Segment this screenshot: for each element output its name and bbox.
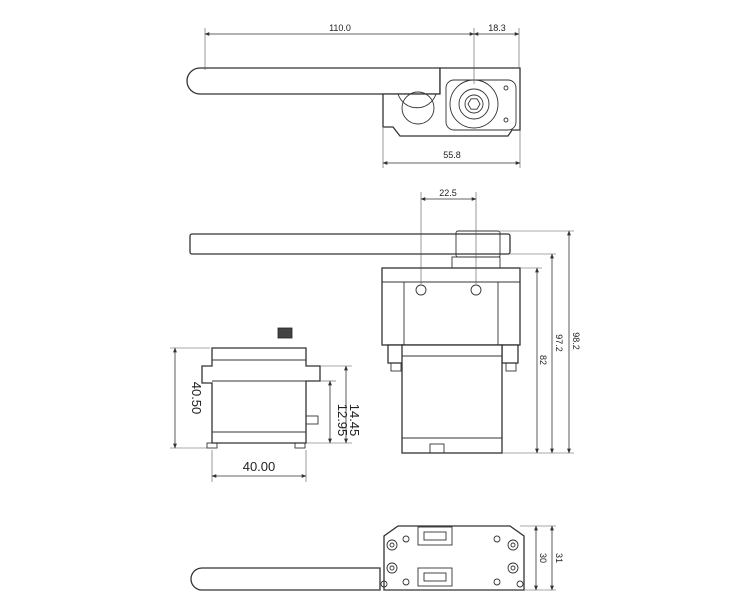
mount-hole-side-right <box>470 284 482 296</box>
dim-width-outer: 31 <box>554 553 564 563</box>
connector-upper <box>417 526 453 546</box>
mount-hole-left <box>503 85 509 91</box>
dim-flange-upper: 14.45 <box>347 404 362 437</box>
output-gear <box>277 327 293 339</box>
horn-hub-plate <box>445 79 517 131</box>
dim-front-width: 40.00 <box>243 459 276 474</box>
side-lead-stub <box>305 415 319 425</box>
servo-case-upper <box>381 267 521 346</box>
servo-arm-bottom <box>190 567 381 591</box>
case-recess <box>401 91 435 125</box>
front-foot-left <box>206 442 218 449</box>
dim-height-to-arm: 97.2 <box>554 334 564 352</box>
side-view: 22.5 82 97.2 98.2 <box>189 188 581 454</box>
bottom-view: 30 31 <box>190 525 564 591</box>
servo-arm-side <box>189 233 511 255</box>
dim-flange-lower: 12.95 <box>335 404 350 437</box>
mount-hole-side-left <box>415 284 427 296</box>
case-notch <box>397 93 437 109</box>
dim-hole-spacing: 22.5 <box>439 188 457 198</box>
front-foot-right <box>294 442 306 449</box>
dim-total-height: 98.2 <box>571 332 581 350</box>
top-view: 110.0 18.3 55.8 <box>186 23 521 168</box>
dim-hub-offset: 18.3 <box>488 23 506 33</box>
mount-tab-right <box>501 344 519 364</box>
servo-arm-top <box>186 67 441 95</box>
dim-front-height: 40.50 <box>189 382 204 415</box>
horn-hub-ring <box>458 88 490 120</box>
dim-arm-length: 110.0 <box>329 23 351 33</box>
servo-case-bottom <box>383 525 525 591</box>
hex-screw-icon <box>467 98 481 110</box>
dim-body-height: 82 <box>538 355 548 365</box>
connector-slot <box>429 443 445 454</box>
front-view: 40.50 40.00 14.45 12.95 <box>170 327 362 482</box>
horn-hub-inner <box>464 94 484 114</box>
dim-case-length: 55.8 <box>443 150 461 160</box>
dim-width-inner: 30 <box>538 553 548 563</box>
servo-body-front <box>201 347 321 444</box>
servo-case-top <box>382 67 521 137</box>
servo-body-lower <box>401 344 503 454</box>
connector-lower <box>417 567 453 587</box>
mount-hole-right <box>503 117 509 123</box>
